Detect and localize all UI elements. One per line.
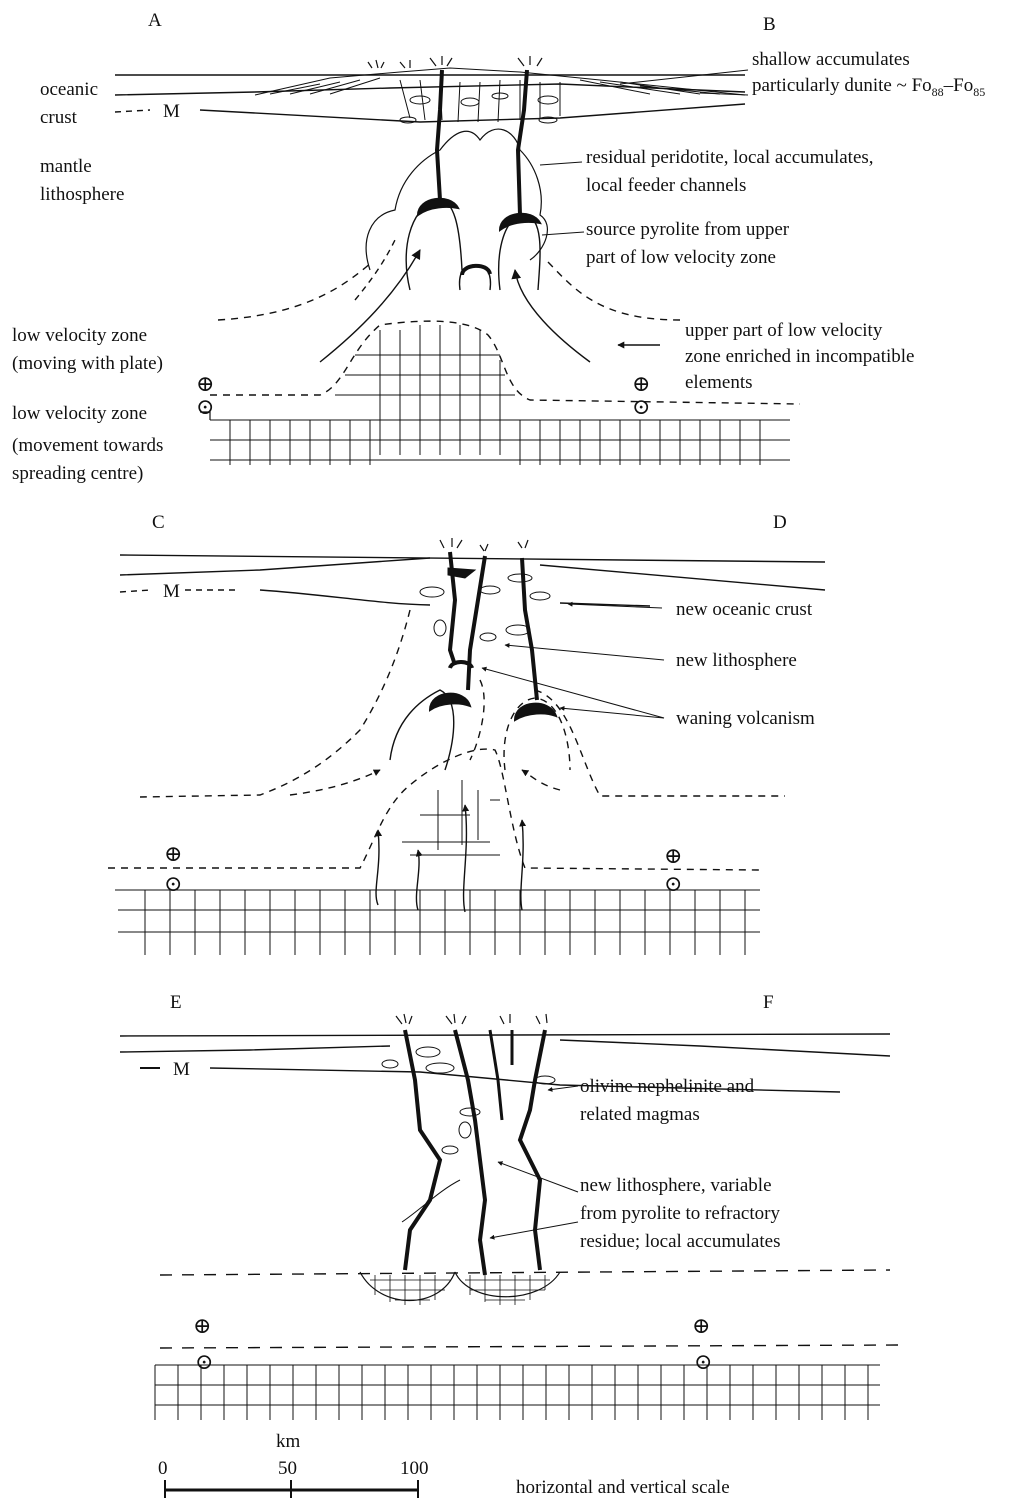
into-page-symbol-c1: ⊕	[164, 840, 182, 868]
out-of-page-symbol-a2: ⊙	[632, 393, 650, 421]
leader-new-litho	[505, 645, 664, 660]
feeder-e1	[405, 1030, 440, 1270]
source-cap-left	[418, 199, 458, 215]
feeder-e3	[520, 1030, 545, 1270]
scale-tick-0: 0	[158, 1455, 168, 1483]
leader-shallow	[620, 70, 748, 84]
panel-label-e: E	[170, 992, 182, 1014]
into-page-symbol-c2: ⊕	[664, 842, 682, 870]
out-of-page-symbol-e1: ⊙	[195, 1348, 213, 1376]
new-lithosphere-variable-label: new lithosphere, variable from pyrolite …	[580, 1172, 780, 1256]
source-pyrolite-label: source pyrolite from upper part of low v…	[586, 216, 789, 272]
waning-volcanism-label: waning volcanism	[676, 705, 815, 733]
panel-label-d: D	[773, 512, 787, 534]
feeder-right	[518, 70, 527, 215]
lvz-mound-grid	[335, 325, 515, 455]
scale-tick-50: 50	[278, 1455, 297, 1483]
fo-sub-88: 88	[932, 85, 944, 99]
melt-lenses	[360, 1272, 560, 1305]
mantle-lithosphere-label: mantle lithosphere	[40, 153, 124, 209]
feeder-e2	[455, 1030, 485, 1275]
base-grid-cd	[115, 890, 760, 955]
seafloor-line-ef	[120, 1034, 890, 1036]
upwelling-mound	[108, 749, 760, 870]
panel-ef	[120, 1014, 900, 1420]
out-of-page-symbol-e2: ⊙	[694, 1348, 712, 1376]
moho-label-middle: M	[163, 578, 180, 606]
leader-olivine	[548, 1086, 578, 1090]
leader-residual	[540, 162, 582, 165]
base-grid-ef	[155, 1365, 880, 1420]
oceanic-crust-label: oceanic crust	[40, 76, 98, 132]
volcanic-pile	[255, 68, 745, 122]
scale-unit-label: km	[276, 1428, 300, 1456]
fo-dash: –Fo	[944, 75, 974, 96]
lvz-upper-label: upper part of low velocity zone enriched…	[685, 318, 915, 396]
lvz-movement-label-rest: (movement towards spreading centre)	[12, 432, 163, 488]
new-lithosphere-label: new lithosphere	[676, 647, 797, 675]
panel-label-f: F	[763, 992, 774, 1014]
accumulates-ef	[382, 1047, 555, 1154]
leader-waning-2	[560, 708, 664, 718]
out-of-page-symbol-c2: ⊙	[664, 870, 682, 898]
leader-source	[542, 232, 584, 235]
into-page-symbol-e2: ⊕	[692, 1312, 710, 1340]
leader-waning-1	[482, 668, 664, 718]
scale-tick-100: 100	[400, 1455, 429, 1483]
feeder-c2	[468, 556, 485, 690]
out-of-page-symbol-c1: ⊙	[164, 870, 182, 898]
vent-marks	[368, 56, 542, 68]
panel-label-c: C	[152, 512, 165, 534]
panel-label-a: A	[148, 10, 162, 32]
fo-sub-85: 85	[973, 85, 985, 99]
residual-peridotite-label: residual peridotite, local accumulates, …	[586, 144, 874, 200]
moho-label-top: M	[163, 98, 180, 126]
cap-c2	[515, 704, 556, 720]
panel-label-b: B	[763, 14, 776, 36]
seafloor-line-cd	[120, 555, 825, 562]
flow-arrow-left	[320, 250, 420, 362]
into-page-symbol-e1: ⊕	[193, 1312, 211, 1340]
flow-arrow-right	[515, 270, 590, 362]
new-oceanic-crust-label: new oceanic crust	[676, 596, 812, 624]
source-cap-right	[500, 214, 540, 230]
moho-line	[115, 110, 150, 112]
scale-caption: horizontal and vertical scale	[516, 1474, 730, 1502]
dunite-label: particularly dunite ~ Fo88–Fo85	[752, 72, 985, 106]
lvz-movement-label-line1: low velocity zone	[12, 400, 147, 428]
out-of-page-symbol-a1: ⊙	[196, 393, 214, 421]
dunite-text: particularly dunite ~ Fo	[752, 75, 932, 96]
moho-label-bottom: M	[173, 1056, 190, 1084]
olivine-nephelinite-label: olivine nephelinite and related magmas	[580, 1073, 754, 1129]
feeder-left	[437, 70, 442, 200]
lvz-moving-label: low velocity zone (moving with plate)	[12, 322, 163, 378]
moho-line-cd	[120, 590, 150, 592]
shallow-accumulates-label: shallow accumulates	[752, 46, 910, 74]
